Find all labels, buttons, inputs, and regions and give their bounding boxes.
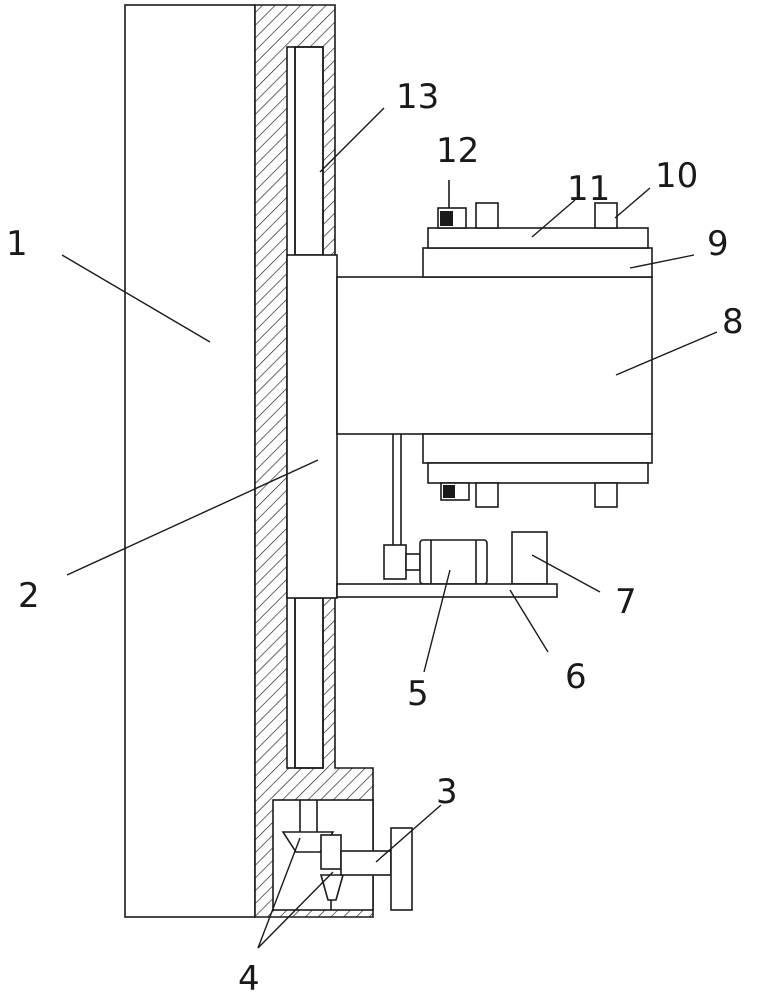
motor [383,539,488,585]
label-1: 1 [6,224,28,264]
label-12: 12 [436,131,479,171]
lower-cover-plate [427,462,649,484]
upper-cover-plate [427,227,649,249]
adjust-knob [340,827,413,911]
label-11: 11 [567,169,610,209]
slider-block [286,254,338,599]
arm-body [336,276,653,435]
label-2: 2 [18,576,40,616]
label-9: 9 [707,224,729,264]
support-plate [336,583,558,598]
label-6: 6 [565,657,587,697]
label-5: 5 [407,674,429,714]
label-4: 4 [238,959,260,999]
leader-lines [61,107,718,949]
bevel-gears [281,800,345,910]
label-7: 7 [615,582,637,622]
sensor-lower [440,482,470,501]
label-10: 10 [655,156,698,196]
label-3: 3 [436,772,458,812]
label-13: 13 [396,77,439,117]
stud-lower-right [594,482,618,508]
sensor-upper [437,180,467,229]
label-8: 8 [722,302,744,342]
controller-box [511,531,548,585]
wall-panel [124,4,256,918]
drive-shaft [392,434,402,545]
upper-mount-plate [422,247,653,278]
lower-mount-plate [422,433,653,464]
stud-upper-left [475,202,499,229]
stud-lower-left [475,482,499,508]
